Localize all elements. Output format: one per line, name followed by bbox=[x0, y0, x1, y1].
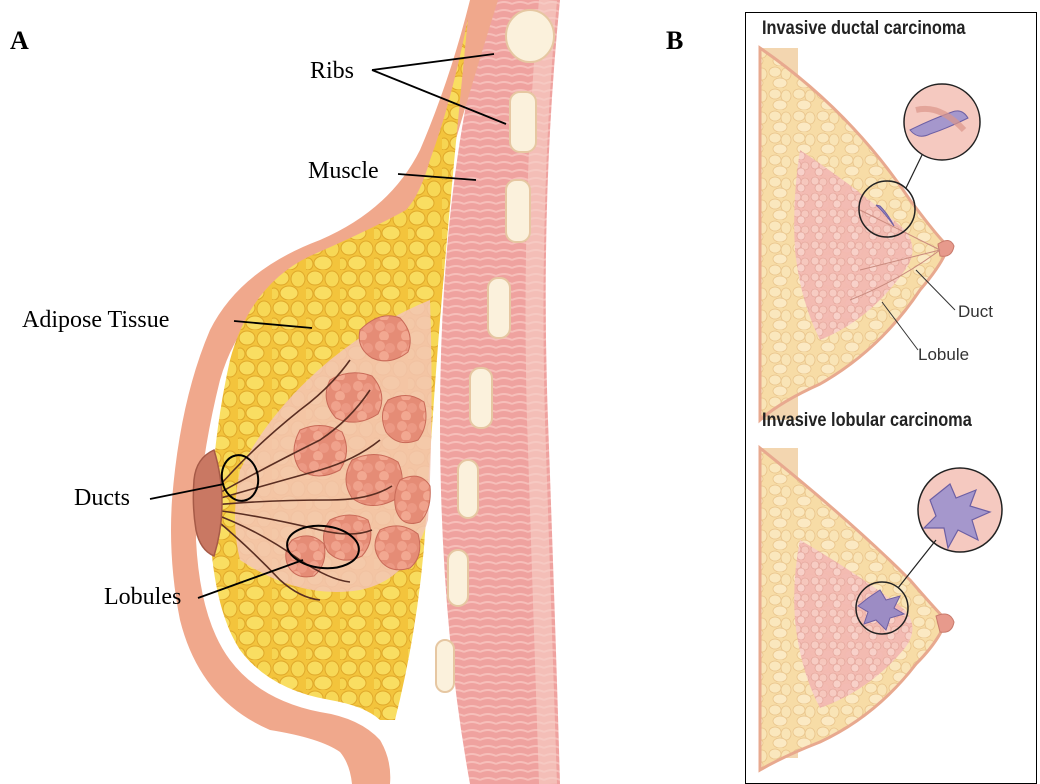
lobular-breast-illustration bbox=[760, 448, 1002, 770]
lobule-label: Lobule bbox=[918, 345, 969, 365]
duct-label: Duct bbox=[958, 302, 993, 322]
lobular-carcinoma-title: Invasive lobular carcinoma bbox=[762, 410, 972, 432]
ductal-carcinoma-title: Invasive ductal carcinoma bbox=[762, 18, 965, 40]
